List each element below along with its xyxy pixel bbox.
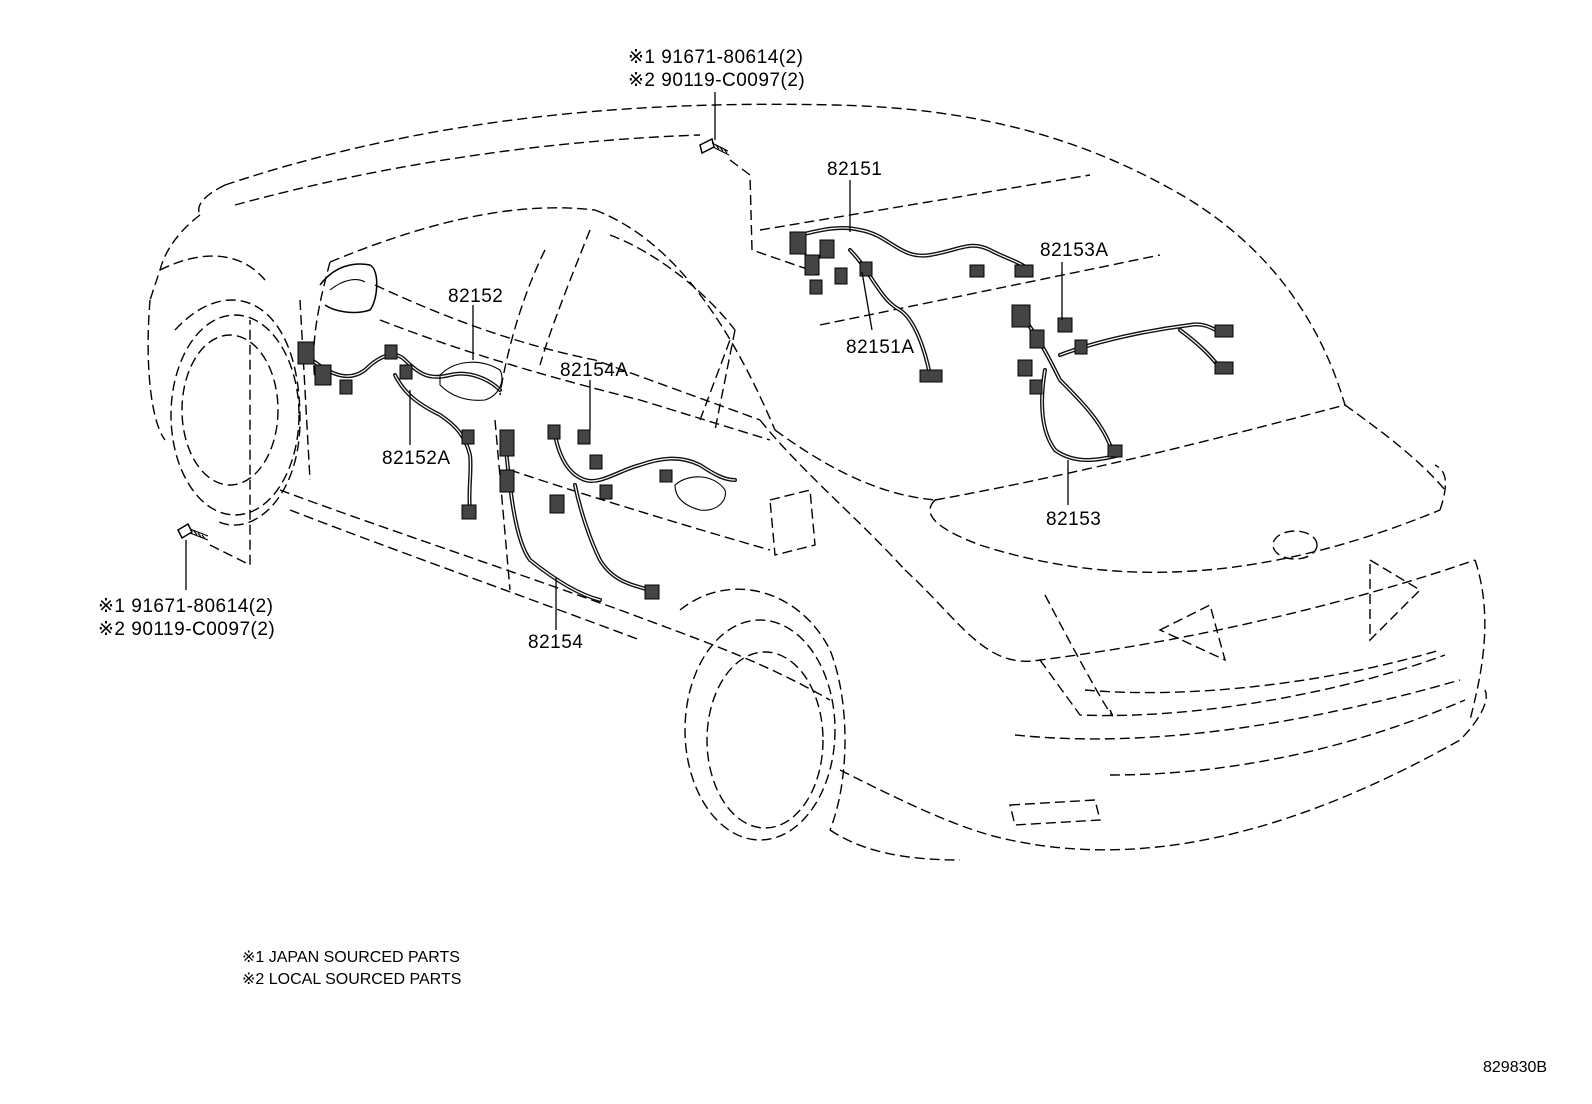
bolt-top-callout: ※1 91671-80614(2) ※2 90119-C0097(2) [628, 47, 805, 91]
label-82154A: 82154A [560, 360, 629, 381]
label-82152A: 82152A [382, 448, 451, 469]
bolt-top [699, 92, 811, 271]
diagram-id: 829830B [1483, 1059, 1547, 1076]
bolt-left-line2: ※2 90119-C0097(2) [98, 619, 275, 640]
label-82151: 82151 [827, 159, 882, 180]
harness-82153 [1011, 304, 1234, 462]
legend: ※1 JAPAN SOURCED PARTS ※2 LOCAL SOURCED … [242, 949, 461, 988]
label-82154: 82154 [528, 632, 583, 653]
part-labels: 82151 82151A 82152 82152A 82153A 82153 8… [382, 159, 1109, 653]
legend-note-local: ※2 LOCAL SOURCED PARTS [242, 971, 461, 988]
bolt-left-line1: ※1 91671-80614(2) [98, 596, 273, 617]
bolt-top-line1: ※1 91671-80614(2) [628, 47, 803, 68]
bolt-left-callout: ※1 91671-80614(2) ※2 90119-C0097(2) [98, 596, 275, 640]
label-82151A: 82151A [846, 337, 915, 358]
harness-82152 [297, 341, 503, 520]
legend-note-japan: ※1 JAPAN SOURCED PARTS [242, 949, 460, 966]
part-leaders [409, 180, 1069, 630]
label-82153A: 82153A [1040, 240, 1109, 261]
harness-82154 [499, 424, 737, 602]
label-82153: 82153 [1046, 509, 1101, 530]
bolt-top-line2: ※2 90119-C0097(2) [628, 70, 805, 91]
harness-82151 [789, 225, 1034, 383]
bolt-left [177, 320, 251, 590]
car-body-outline [147, 103, 1487, 861]
label-82152: 82152 [448, 286, 503, 307]
